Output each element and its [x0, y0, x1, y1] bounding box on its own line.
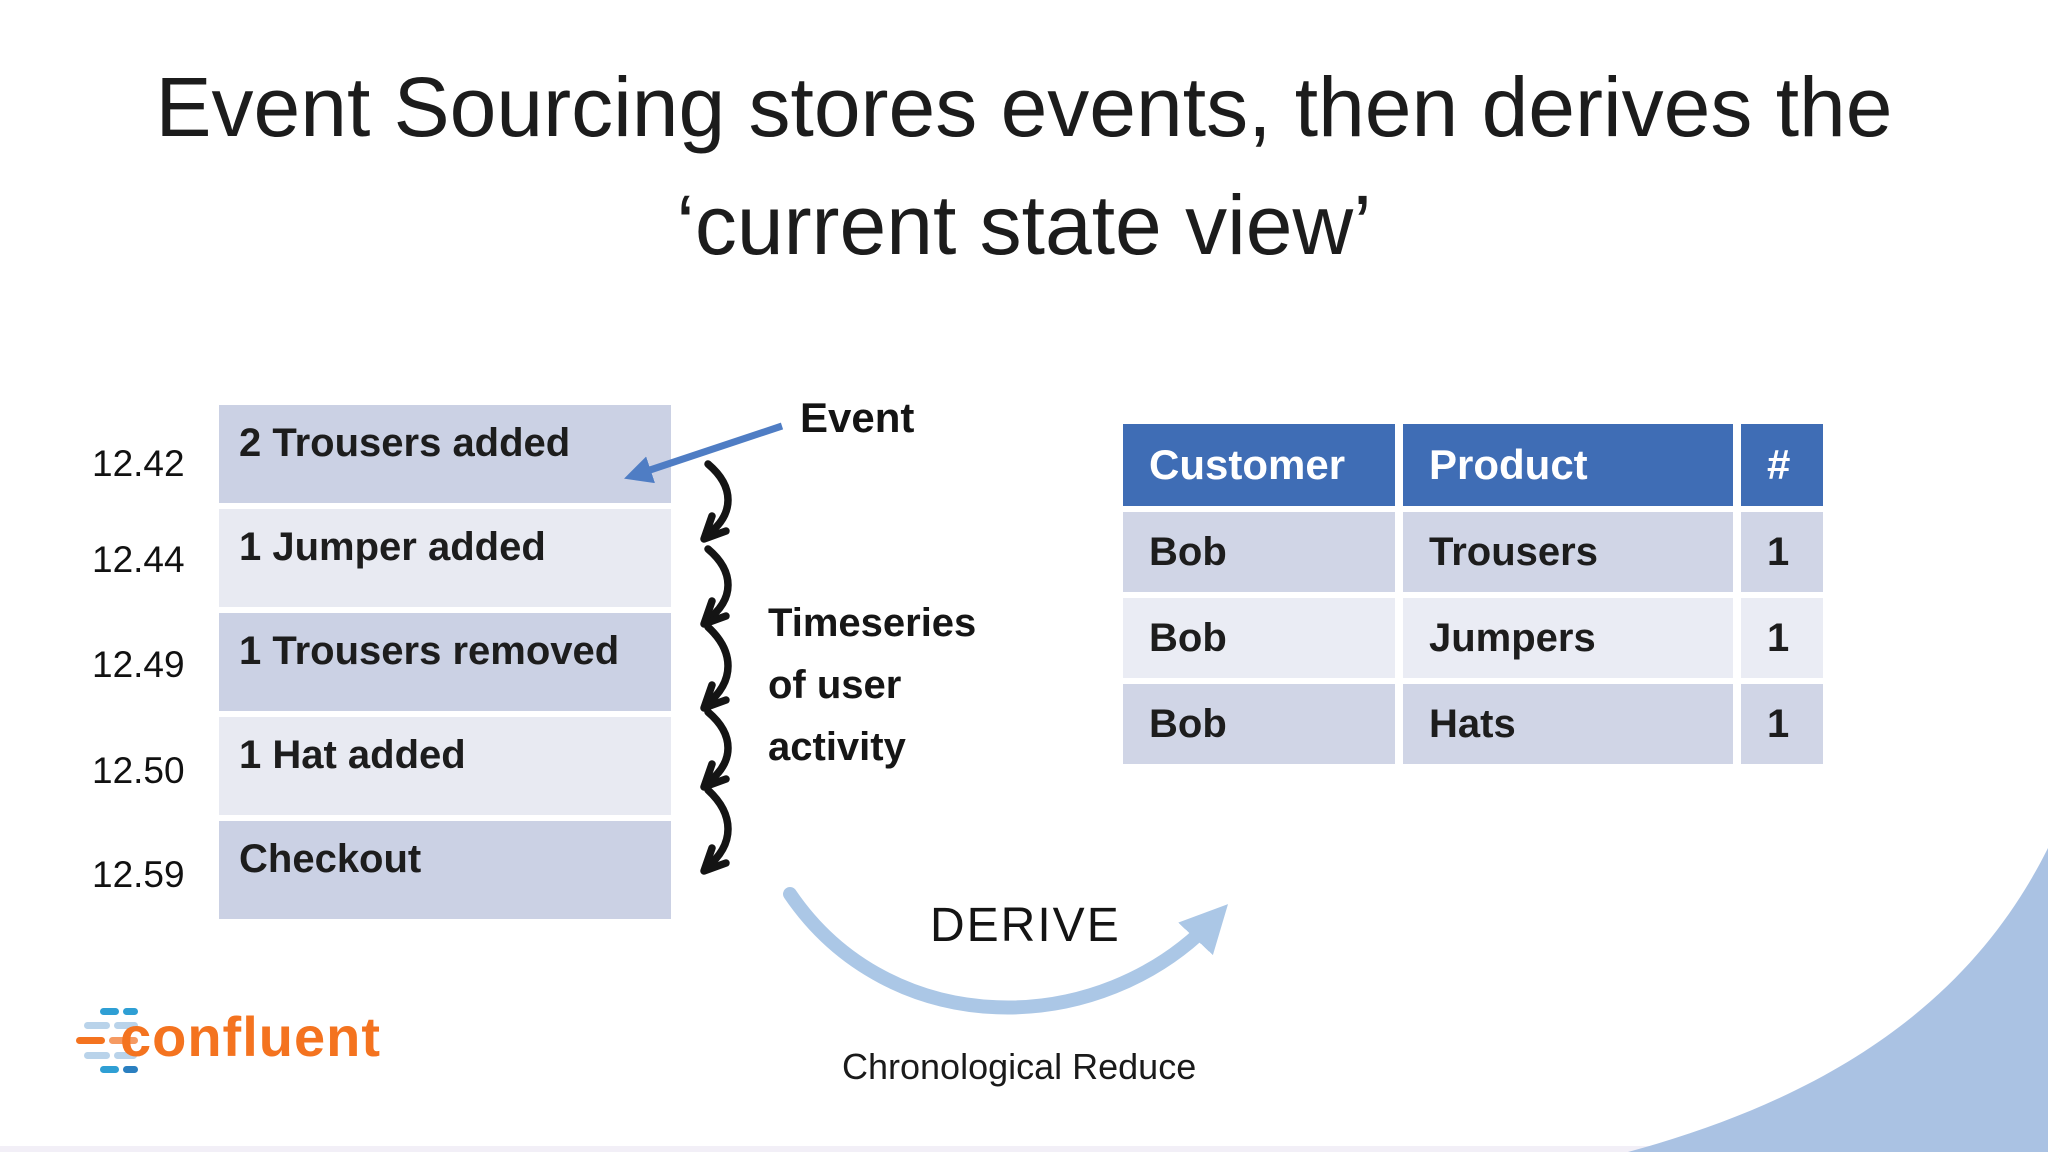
chronological-reduce-label: Chronological Reduce: [842, 1046, 1197, 1087]
table-header-cell: Customer: [1123, 424, 1395, 506]
table-cell: 1: [1741, 684, 1823, 764]
event-row: 1 Trousers removed: [219, 613, 671, 711]
event-callout-arrow-icon: [624, 422, 784, 484]
corner-decoration: [1628, 848, 2048, 1152]
logo-dash-icon: [100, 1066, 119, 1073]
event-callout-label: Event: [800, 394, 915, 441]
current-state-table: Customer Product # Bob Trousers 1 Bob Ju…: [1123, 424, 1823, 764]
event-time: 12.44: [92, 539, 185, 580]
confluent-wordmark: confluent: [120, 1005, 381, 1068]
table-cell: Trousers: [1403, 512, 1733, 592]
event-time: 12.42: [92, 443, 185, 484]
derive-arrow-icon: [783, 887, 1229, 1015]
table-header-cell: #: [1741, 424, 1823, 506]
derive-label: DERIVE: [930, 899, 1121, 952]
table-cell: Bob: [1123, 512, 1395, 592]
logo-dash-icon: [123, 1008, 138, 1015]
event-time: 12.49: [92, 644, 185, 685]
logo-dash-icon: [114, 1022, 138, 1029]
event-row: 1 Hat added: [219, 717, 671, 815]
logo-dash-icon: [100, 1008, 119, 1015]
logo-dash-icon: [76, 1037, 105, 1044]
slide-title: Event Sourcing stores events, then deriv…: [0, 48, 2048, 284]
slide-title-line2: ‘current state view’: [676, 178, 1372, 272]
event-row: 1 Jumper added: [219, 509, 671, 607]
timeseries-caption: Timeseries of user activity: [768, 601, 977, 769]
event-row: Checkout: [219, 821, 671, 919]
event-time: 12.50: [92, 750, 185, 791]
logo-dash-icon: [84, 1052, 110, 1059]
logo-dash-icon: [123, 1066, 138, 1073]
logo-dash-icon: [114, 1052, 137, 1059]
event-time: 12.59: [92, 854, 185, 895]
table-cell: 1: [1741, 598, 1823, 678]
table-cell: Hats: [1403, 684, 1733, 764]
slide-title-line1: Event Sourcing stores events, then deriv…: [155, 60, 1893, 154]
table-cell: Bob: [1123, 598, 1395, 678]
table-cell: Jumpers: [1403, 598, 1733, 678]
table-cell: 1: [1741, 512, 1823, 592]
table-cell: Bob: [1123, 684, 1395, 764]
logo-dash-icon: [109, 1037, 138, 1044]
logo-dash-icon: [84, 1022, 110, 1029]
table-header-cell: Product: [1403, 424, 1733, 506]
bottom-edge-strip: [0, 1146, 2048, 1152]
timeseries-curly-arrows-icon: [700, 460, 732, 875]
event-row: 2 Trousers added: [219, 405, 671, 503]
